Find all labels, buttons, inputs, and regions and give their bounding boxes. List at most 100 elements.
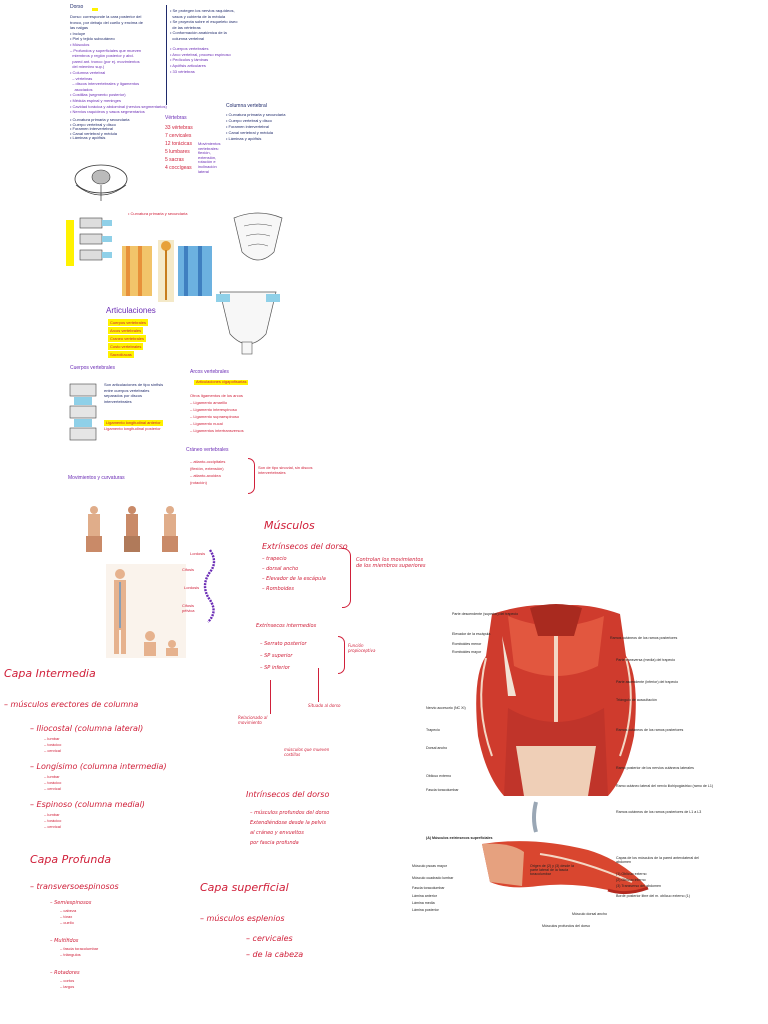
- columna-notes: • Curvatura primaria y secundaria• Cuerp…: [226, 112, 321, 142]
- capa-superficial-title: Capa superficial: [200, 881, 289, 894]
- note-line: Ligamento longitudinal anterior: [104, 420, 163, 426]
- note-line: [50, 926, 170, 936]
- capa-superficial-item-2: – de la cabeza: [246, 950, 304, 959]
- label-oblicuo-externo: Oblicuo externo: [426, 774, 452, 778]
- label-cuadrado-lumbar: Músculo cuadrado lumbar: [412, 876, 454, 880]
- note-line: de las vértebras: [170, 24, 201, 30]
- label-romboides-mayor: Romboides mayor: [452, 650, 482, 654]
- note-line: miembros y región posterior y abd.: [70, 53, 134, 59]
- back-muscles-figure: Parte descendente (superior) del trapeci…: [412, 596, 713, 934]
- sacrum-drawing-bottom: [216, 291, 280, 355]
- resp-line-right: [318, 668, 319, 702]
- figure-caption-line: [118, 303, 216, 305]
- note-line: – Serrato posterior: [260, 641, 307, 647]
- side-notes: • Curvatura primaria y secundaria • Cuer…: [70, 117, 130, 141]
- label-psoas: Músculo psoas mayor: [412, 864, 447, 868]
- note-line: (flexión, extensión): [190, 466, 224, 471]
- note-line: Cuerpos vertebrales: [108, 319, 149, 326]
- label-elevador-escapula: Elevador de la escápula: [452, 632, 491, 636]
- note-line: • 33 vértebras: [170, 68, 195, 74]
- note-line: – Ligamento interespinoso: [190, 407, 237, 412]
- extrinsecos-title: Extrínsecos del dorso: [262, 542, 348, 551]
- note-line: – lumbar: [44, 812, 60, 817]
- note-line: – atlanto-axoidea: [190, 473, 221, 478]
- note-line: • Piel y tejido subcutáneo: [70, 36, 115, 42]
- arcos-title: Arcos vertebrales: [190, 369, 229, 375]
- note-line: al cráneo y envueltos: [250, 830, 304, 836]
- curv-label-1: Lordosis: [190, 551, 206, 556]
- capa-profunda-sub: – transversoespinosos: [30, 882, 119, 891]
- label-romboides-menor: Romboides menor: [452, 642, 482, 646]
- note-line: – cervical: [44, 824, 61, 829]
- resp-brace: [338, 636, 345, 674]
- note-line: – torácico: [44, 780, 62, 785]
- label-trapecio: Trapecio: [426, 728, 440, 732]
- note-line: Ligamento longitudinal posterior: [104, 426, 161, 431]
- highlight-mark: [92, 8, 98, 11]
- note-line: • Curvatura primaria y secundaria: [226, 112, 286, 117]
- note-line: – Elevador de la escápula: [262, 576, 326, 582]
- note-line: Dorso: corresponde la cara posterior del: [70, 14, 142, 19]
- note-line: intervertebrales: [104, 398, 132, 404]
- note-line: • Cavidad torácica y abdominal (nervios …: [70, 103, 167, 109]
- extrinsecos-list: – trapecio– dorsal ancho– Elevador de la…: [262, 554, 352, 594]
- label-lamina-anterior: Lámina anterior: [412, 894, 437, 898]
- spine-segment-drawing: [66, 217, 112, 266]
- note-line: 5 sacras: [165, 157, 184, 163]
- note-line: – cervical: [44, 786, 61, 791]
- note-line: [30, 830, 240, 836]
- note-line: – Ligamentos intertransversos: [190, 428, 244, 433]
- extrinsecos-note: Controlan los movimientos de los miembro…: [356, 557, 426, 569]
- arcos-list: Otros ligamentos de los arcos– Ligamento…: [190, 392, 260, 434]
- articulaciones-title: Articulaciones: [106, 306, 156, 315]
- note-line: Arcos vertebrales: [108, 327, 144, 334]
- note-line: – cabeza: [60, 908, 77, 913]
- note-line: – tórax: [60, 914, 73, 919]
- note-line: – Romboides: [262, 586, 294, 592]
- curvatures-figure: [106, 564, 186, 658]
- note-line: – Semiespinosos: [50, 900, 92, 906]
- note-line: por fascia profunda: [250, 840, 299, 846]
- note-line: – triángulos: [60, 952, 81, 957]
- musculos-title: Músculos: [264, 519, 315, 532]
- movements-figure: [86, 506, 178, 552]
- note-line: Sacroilíacas: [108, 351, 134, 358]
- note-line: – torácico: [44, 742, 62, 747]
- note-line: – lumbar: [44, 736, 60, 741]
- label-borde-posterior: Borde posterior libre del m. oblicuo ext…: [616, 894, 690, 898]
- back-muscles-illustration: [476, 604, 649, 895]
- note-line: • Incluye: [70, 30, 86, 36]
- spine-regions-figure: [118, 240, 216, 302]
- note-line: 12 torácicas: [165, 141, 192, 147]
- note-line: • Médula espinal y meninges: [70, 97, 121, 103]
- note-line: vasos y cubierta de la médula: [170, 13, 226, 19]
- label-ramos-cutaneos-3: Ramos cutáneos de los ramos posteriores …: [616, 810, 702, 814]
- note-line: Costo vertebrales: [108, 343, 144, 350]
- page-title: Dorso: [70, 4, 84, 10]
- craneo-title: Cráneo vertebrales: [186, 447, 229, 453]
- note-line: – cortos: [60, 978, 75, 983]
- note-line: – Iliocostal (columna lateral): [30, 724, 144, 733]
- note-line: – torácico: [44, 818, 62, 823]
- label-fascia-toracolumbar: Fascia toracolumbar: [426, 788, 459, 792]
- label-nervio-accesorio: Nervio accesorio (NC XI): [426, 706, 466, 710]
- note-line: • Se protegen los nervios raquídeos,: [170, 8, 235, 13]
- capa-superficial-sub: – músculos esplenios: [200, 914, 285, 923]
- note-line: • Costillas (segmento posterior): [70, 92, 126, 98]
- curv-label-2: Cifosis: [182, 567, 195, 572]
- note-line: – cuello: [60, 920, 74, 925]
- label-capas-abdomen: Capas de los músculos de la pared antero…: [616, 856, 699, 864]
- note-line: Son articulaciones de tipo sínfisis: [104, 382, 164, 387]
- note-line: – Espinoso (columna medial): [30, 800, 145, 809]
- curv-label-3: Lordosis: [184, 585, 200, 590]
- label-oblicuo-ext: (1) Oblicuo externo: [616, 872, 647, 876]
- note-line: – Ligamento amarillo: [190, 400, 228, 405]
- label-ramo-iliohipogastrico: Ramo cutáneo lateral del nervio iliohipo…: [616, 784, 714, 788]
- label-ramos-cutaneos-2: Ramos cutáneos de los ramos posteriores: [616, 728, 684, 732]
- capa-profunda-title: Capa Profunda: [30, 853, 112, 866]
- label-ramos-cutaneos-1: Ramos cutáneos de los ramos posteriores: [610, 636, 678, 640]
- note-line: – SP superior: [260, 653, 293, 659]
- note-line: • Músculos: [70, 41, 90, 47]
- craneo-list: – atlanto-occipitales(flexión, extensión…: [190, 458, 260, 486]
